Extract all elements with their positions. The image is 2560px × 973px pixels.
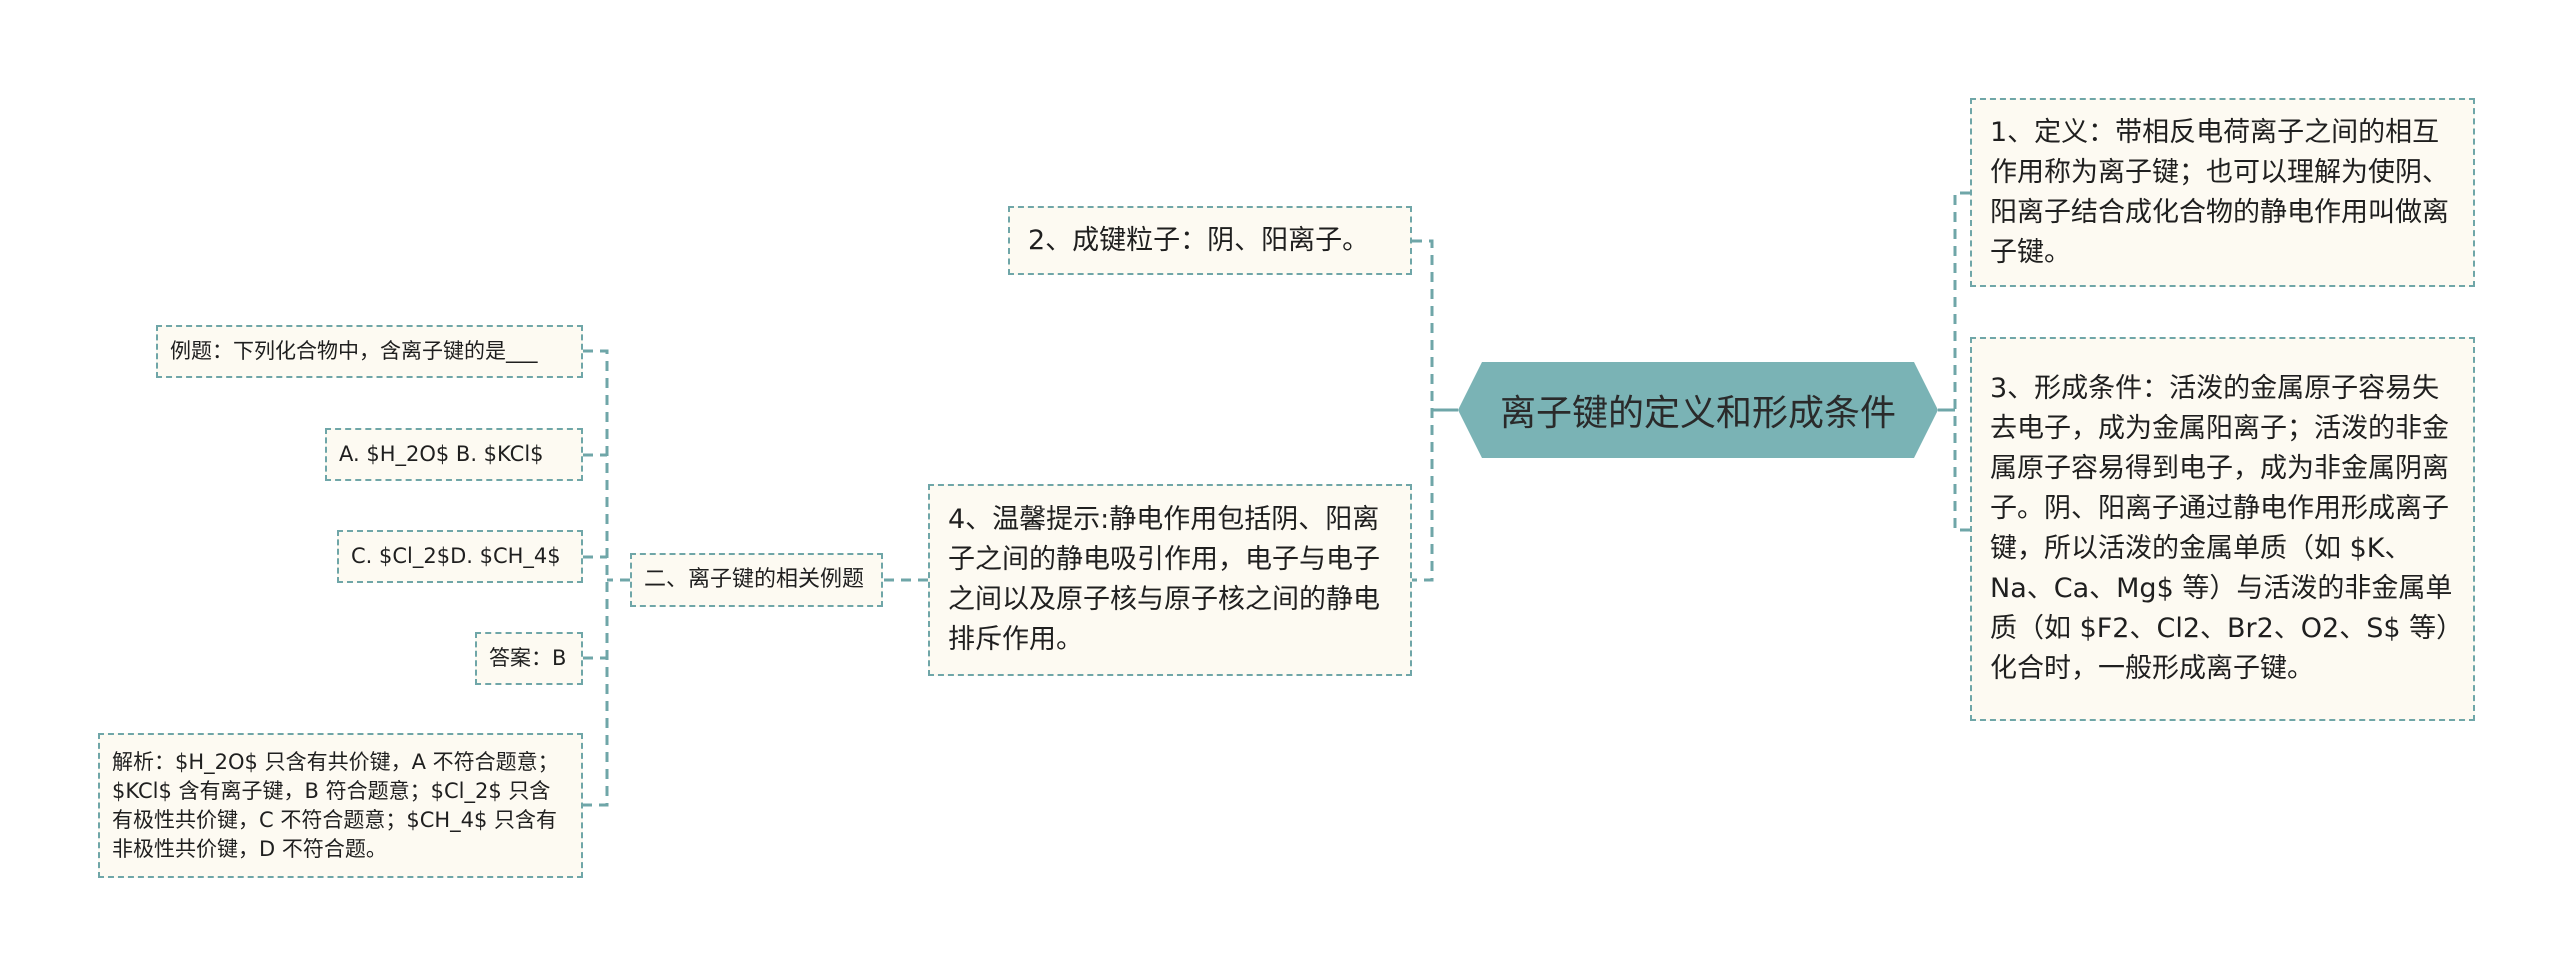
example-options-cd[interactable]: C. $Cl_2$D. $CH_4$	[337, 530, 583, 583]
example-answer[interactable]: 答案：B	[475, 632, 583, 685]
node-warm-tip[interactable]: 4、温馨提示:静电作用包括阴、阳离子之间的静电吸引作用，电子与电子之间以及原子核…	[928, 484, 1412, 676]
node-warm-tip-text: 4、温馨提示:静电作用包括阴、阳离子之间的静电吸引作用，电子与电子之间以及原子核…	[948, 504, 1380, 655]
node-bonding-particles[interactable]: 2、成键粒子：阴、阳离子。	[1008, 206, 1412, 275]
example-analysis[interactable]: 解析：$H_2O$ 只含有共价键，A 不符合题意；$KCl$ 含有离子键，B 符…	[98, 733, 583, 878]
node-definition[interactable]: 1、定义：带相反电荷离子之间的相互作用称为离子键；也可以理解为使阴、阳离子结合成…	[1970, 98, 2475, 287]
example-options-ab[interactable]: A. $H_2O$ B. $KCl$	[325, 428, 583, 481]
root-node[interactable]: 离子键的定义和形成条件	[1458, 362, 1938, 458]
example-analysis-text: 解析：$H_2O$ 只含有共价键，A 不符合题意；$KCl$ 含有离子键，B 符…	[112, 749, 559, 861]
example-options-ab-text: A. $H_2O$ B. $KCl$	[339, 442, 544, 466]
node-definition-text: 1、定义：带相反电荷离子之间的相互作用称为离子键；也可以理解为使阴、阳离子结合成…	[1990, 116, 2449, 268]
node-formation-conditions[interactable]: 3、形成条件：活泼的金属原子容易失去电子，成为金属阳离子；活泼的非金属原子容易得…	[1970, 337, 2475, 721]
root-label: 离子键的定义和形成条件	[1499, 393, 1896, 434]
example-question[interactable]: 例题：下列化合物中，含离子键的是___	[156, 325, 583, 378]
node-examples[interactable]: 二、离子键的相关例题	[630, 553, 883, 607]
example-answer-text: 答案：B	[489, 646, 567, 670]
example-options-cd-text: C. $Cl_2$D. $CH_4$	[351, 544, 561, 568]
example-question-text: 例题：下列化合物中，含离子键的是___	[170, 339, 538, 363]
node-bonding-particles-text: 2、成键粒子：阴、阳离子。	[1028, 224, 1370, 256]
node-examples-text: 二、离子键的相关例题	[644, 567, 865, 592]
node-formation-text: 3、形成条件：活泼的金属原子容易失去电子，成为金属阳离子；活泼的非金属原子容易得…	[1990, 373, 2453, 684]
